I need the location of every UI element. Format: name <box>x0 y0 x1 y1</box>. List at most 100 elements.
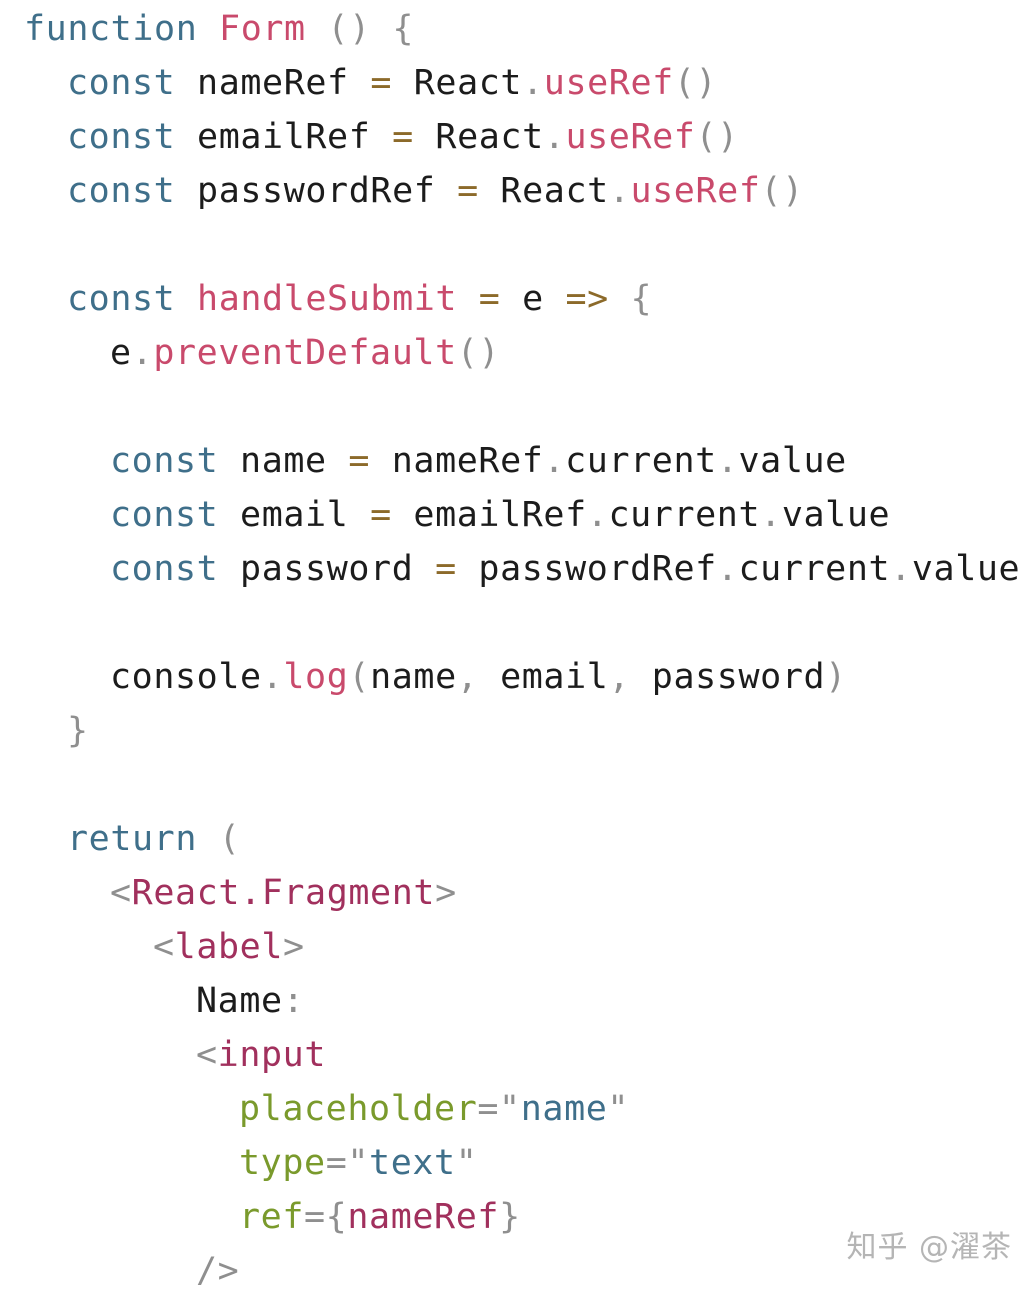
code-token: const <box>110 495 219 535</box>
code-line: console.log(name, email, password) <box>110 650 847 704</box>
code-token: const <box>67 117 176 157</box>
code-token: current <box>738 549 891 589</box>
code-token: value <box>781 495 891 535</box>
code-token: current <box>565 441 717 481</box>
code-token: . <box>543 117 566 157</box>
code-token: > <box>283 927 305 967</box>
code-token: =" <box>477 1089 521 1129</box>
code-line: const name = nameRef.current.value <box>110 434 847 488</box>
code-token: < <box>153 927 175 967</box>
code-token: () <box>673 63 718 103</box>
code-token: email <box>478 657 609 697</box>
code-token: useRef <box>630 171 761 211</box>
code-line: ref={nameRef} <box>239 1190 521 1244</box>
code-token: nameRef <box>175 63 371 103</box>
code-token: ref <box>239 1197 305 1237</box>
code-token: emailRef <box>175 117 393 157</box>
code-line: Name: <box>196 974 304 1028</box>
code-token <box>609 279 631 319</box>
code-line: function Form () { <box>24 2 414 56</box>
code-token: . <box>522 63 544 103</box>
code-token: name <box>520 1089 608 1129</box>
code-token: < <box>196 1035 218 1075</box>
code-token: " <box>455 1143 478 1183</box>
code-token: name <box>218 441 349 481</box>
code-token: React <box>392 63 523 103</box>
code-line: placeholder="name" <box>239 1082 629 1136</box>
code-token: () <box>456 333 501 373</box>
code-token: : <box>282 981 305 1021</box>
code-token <box>457 279 479 319</box>
code-token: password <box>218 549 436 589</box>
code-line: const handleSubmit = e => { <box>67 272 652 326</box>
code-token: () <box>327 9 371 49</box>
code-token: { <box>392 9 415 49</box>
code-token: = <box>370 495 392 535</box>
code-token: const <box>67 279 176 319</box>
code-token: ( <box>218 819 241 859</box>
code-line: <input <box>196 1028 326 1082</box>
code-token: . <box>586 495 609 535</box>
code-token: ={ <box>304 1197 348 1237</box>
code-token: /> <box>196 1251 240 1291</box>
code-token: type <box>239 1143 326 1183</box>
code-line: return ( <box>67 812 240 866</box>
code-line: const email = emailRef.current.value <box>110 488 890 542</box>
code-token: return <box>67 819 198 859</box>
code-line: type="text" <box>239 1136 477 1190</box>
code-line: const emailRef = React.useRef() <box>67 110 739 164</box>
code-token: placeholder <box>239 1089 478 1129</box>
code-token: console <box>110 657 262 697</box>
code-token: e <box>110 333 132 373</box>
code-line: <React.Fragment> <box>110 866 457 920</box>
code-token: name <box>370 657 457 697</box>
code-token: nameRef <box>370 441 544 481</box>
code-token: = <box>370 63 393 103</box>
code-token: React <box>478 171 609 211</box>
code-token <box>306 9 328 49</box>
code-token: Form <box>219 9 306 49</box>
code-token <box>197 9 219 49</box>
code-token: password <box>630 657 826 697</box>
code-token: handleSubmit <box>197 279 458 319</box>
code-token: () <box>695 117 739 157</box>
code-token: . <box>608 171 631 211</box>
code-token: text <box>369 1143 456 1183</box>
code-token: Name <box>196 981 283 1021</box>
code-token: React <box>413 117 544 157</box>
code-token: const <box>67 63 176 103</box>
code-token: passwordRef <box>456 549 717 589</box>
code-token: React.Fragment <box>131 873 436 913</box>
code-token: passwordRef <box>175 171 458 211</box>
code-token: value <box>738 441 847 481</box>
code-token: { <box>630 279 653 319</box>
code-token: . <box>543 441 566 481</box>
code-token: emailRef <box>391 495 587 535</box>
code-token: = <box>392 117 414 157</box>
code-token: , <box>456 657 479 697</box>
code-token: e <box>500 279 566 319</box>
code-token: () <box>760 171 804 211</box>
code-token: > <box>435 873 457 913</box>
code-line: const password = passwordRef.current.val… <box>110 542 1020 596</box>
code-token: current <box>608 495 761 535</box>
code-line: const nameRef = React.useRef() <box>67 56 717 110</box>
code-token: nameRef <box>347 1197 500 1237</box>
code-token: input <box>217 1035 327 1075</box>
code-token: const <box>110 549 219 589</box>
zhihu-watermark: 知乎 @濯茶 <box>846 1230 1012 1265</box>
code-token: } <box>499 1197 521 1237</box>
code-token: preventDefault <box>153 333 457 373</box>
code-token: . <box>890 549 912 589</box>
code-token: . <box>716 549 739 589</box>
code-token: const <box>110 441 219 481</box>
code-token: label <box>174 927 284 967</box>
code-token: } <box>67 711 89 751</box>
code-token: useRef <box>543 63 674 103</box>
code-token: " <box>607 1089 630 1129</box>
code-token: = <box>478 279 501 319</box>
code-line: /> <box>196 1244 239 1298</box>
code-token: = <box>348 441 371 481</box>
code-line: const passwordRef = React.useRef() <box>67 164 804 218</box>
